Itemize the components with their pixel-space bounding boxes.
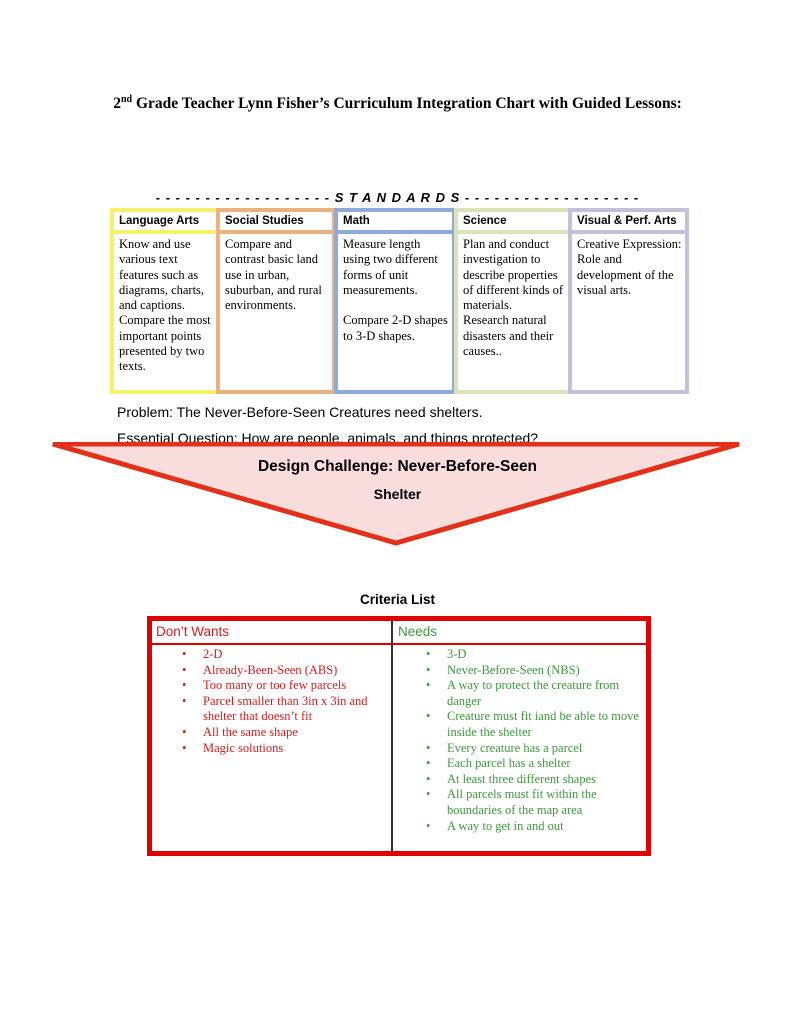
list-item: Every creature has a parcel	[414, 741, 644, 757]
list-item: Each parcel has a shelter	[414, 756, 644, 772]
dont-wants-header: Don’t Wants	[156, 624, 230, 639]
title-text: Grade Teacher Lynn Fisher’s Curriculum I…	[132, 95, 682, 112]
design-challenge-title: Design Challenge: Never-Before-Seen	[257, 458, 538, 475]
list-item: Parcel smaller than 3in x 3in and shelte…	[170, 694, 370, 725]
standards-label: - - - - - - - - - - - - - - - - - - S T …	[155, 190, 640, 205]
standard-header: Visual & Perf. Arts	[572, 212, 685, 234]
column-divider	[391, 621, 393, 851]
title-grade: 2	[113, 95, 121, 112]
list-item: All the same shape	[170, 725, 370, 741]
arrow-shape	[52, 442, 740, 546]
needs-header: Needs	[398, 624, 438, 639]
list-item: Too many or too few parcels	[170, 678, 370, 694]
standard-column-language-arts: Language Arts Know and use various text …	[110, 208, 220, 394]
standard-header: Language Arts	[114, 212, 216, 234]
criteria-header-row: Don’t Wants Needs	[152, 621, 646, 645]
list-item: 3-D	[414, 647, 644, 663]
problem-statement: Problem: The Never-Before-Seen Creatures…	[117, 404, 483, 420]
criteria-list-title: Criteria List	[359, 592, 436, 607]
standard-column-social-studies: Social Studies Compare and contrast basi…	[216, 208, 336, 394]
list-item: At least three different shapes	[414, 772, 644, 788]
standard-body: Creative Expression: Role and developmen…	[577, 237, 682, 297]
standard-column-science: Science Plan and conduct investigation t…	[454, 208, 572, 394]
title-superscript: nd	[120, 93, 133, 105]
standard-body: Know and use various text features such …	[119, 237, 211, 374]
standard-header: Science	[458, 212, 568, 234]
standard-body: Measure length using two different forms…	[343, 237, 448, 343]
list-item: Magic solutions	[170, 741, 370, 757]
page-title: 2nd Grade Teacher Lynn Fisher’s Curricul…	[110, 93, 685, 113]
criteria-table: Don’t Wants Needs 2-DAlready-Been-Seen (…	[147, 616, 651, 856]
standard-column-visual-perf-arts: Visual & Perf. Arts Creative Expression:…	[568, 208, 689, 394]
design-challenge-subtitle: Shelter	[373, 486, 422, 502]
dont-wants-list: 2-DAlready-Been-Seen (ABS)Too many or to…	[170, 647, 370, 756]
list-item: Already-Been-Seen (ABS)	[170, 663, 370, 679]
design-challenge-arrow	[52, 442, 740, 546]
list-item: All parcels must fit within the boundari…	[414, 787, 644, 818]
list-item: 2-D	[170, 647, 370, 663]
list-item: Never-Before-Seen (NBS)	[414, 663, 644, 679]
list-item: A way to protect the creature from dange…	[414, 678, 644, 709]
list-item: A way to get in and out	[414, 819, 644, 835]
standard-body: Compare and contrast basic land use in u…	[225, 237, 322, 313]
standard-header: Social Studies	[220, 212, 332, 234]
list-item: Creature must fit iand be able to move i…	[414, 709, 644, 740]
standard-header: Math	[338, 212, 452, 234]
needs-list: 3-DNever-Before-Seen (NBS)A way to prote…	[414, 647, 644, 834]
standard-body: Plan and conduct investigation to descri…	[463, 237, 564, 359]
standard-column-math: Math Measure length using two different …	[334, 208, 456, 394]
